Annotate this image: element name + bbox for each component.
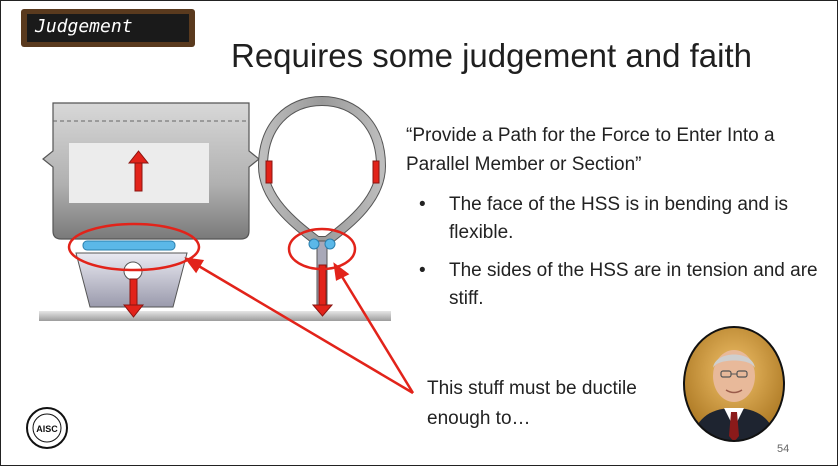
up-force-arrow [127,150,150,192]
quote-text: “Provide a Path for the Force to Enter I… [406,125,775,175]
section-tag: Judgement [21,9,195,47]
highlight-ellipse-right [287,227,357,271]
bullet-item: The sides of the HSS are in tension and … [419,257,829,313]
down-force-arrow-left [122,278,145,318]
floor-surface [39,311,391,321]
page-number: 54 [777,443,790,455]
section-tag-label: Judgement [27,14,189,42]
slide-title: Requires some judgement and faith [231,37,752,74]
down-force-arrow-right [311,264,334,317]
callout-text: This stuff must be ductile enough to… [427,378,637,429]
bullet-list: The face of the HSS is in bending and is… [419,191,829,323]
presenter-portrait [683,326,785,442]
callout-pointer-arrows [184,257,415,395]
aisc-seal-logo: AISC [26,407,68,449]
svg-text:AISC: AISC [36,424,58,434]
hss-beam-side-view [42,102,260,240]
weld-strip [82,240,176,251]
bullet-item: The face of the HSS is in bending and is… [419,191,829,247]
highlight-ellipse-left [67,222,201,272]
